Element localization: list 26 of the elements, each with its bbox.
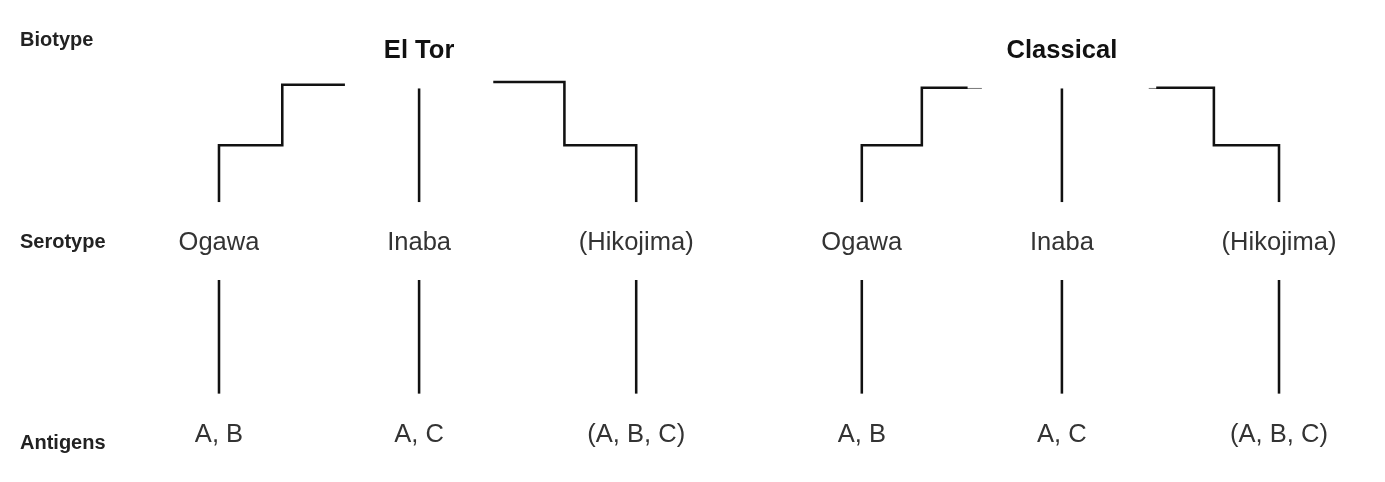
connector [492,80,638,204]
node-text: Ogawa [821,226,903,256]
node-text: (Hikojima) [578,226,694,256]
node-text: A, C [1037,418,1087,447]
connector [1277,278,1281,396]
row-label: Serotype [20,229,107,253]
node-text: Inaba [387,226,452,256]
connector [1060,86,1064,204]
node-text: A, B [837,418,886,447]
node-text: (A, B, C) [1230,418,1328,447]
node-text: (Hikojima) [1221,226,1337,256]
connector [634,278,638,396]
connector [417,278,421,396]
node-text: Ogawa [178,226,260,256]
row-label: Antigens [20,431,107,454]
connector [217,278,221,396]
node-text: El Tor [383,35,455,64]
node-text: Inaba [1029,226,1094,256]
connector [417,86,421,204]
connector [1060,278,1064,396]
node-text: (A, B, C) [587,418,686,447]
row-label: Biotype [20,28,95,51]
node-text: A, C [394,418,444,447]
connector [860,278,864,396]
node-text: A, B [194,418,244,447]
connector [217,83,346,204]
